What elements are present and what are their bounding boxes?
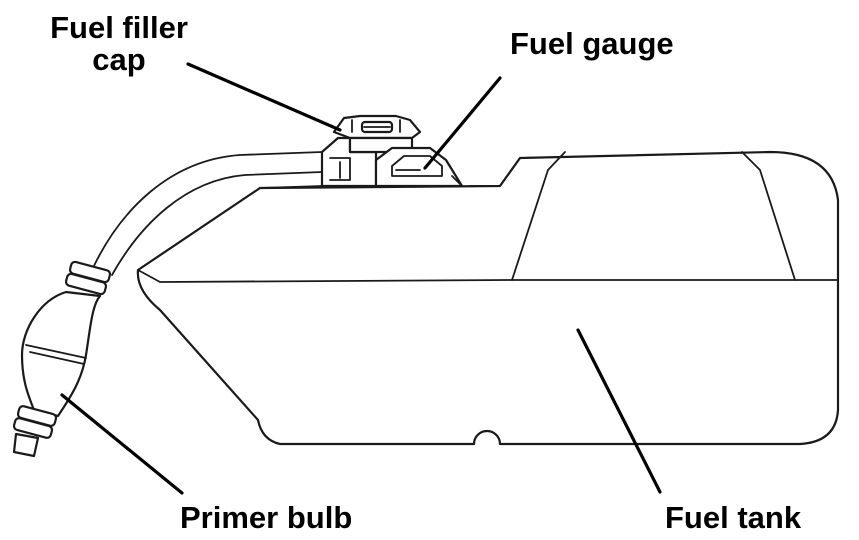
fuel-gauge-label: Fuel gauge bbox=[510, 26, 674, 61]
fuel-tank-label: Fuel tank bbox=[665, 500, 802, 535]
fuel-filler-cap bbox=[320, 114, 422, 188]
primer-bulb-label: Primer bulb bbox=[180, 500, 353, 535]
leader-fuel-tank bbox=[576, 328, 662, 494]
leader-fuel-filler-cap bbox=[186, 62, 342, 132]
leader-lines bbox=[60, 62, 662, 495]
primer-bulb bbox=[12, 260, 112, 458]
fuel-hose bbox=[91, 151, 323, 276]
fuel-gauge bbox=[374, 146, 464, 188]
fuel-tank bbox=[136, 150, 840, 446]
leader-primer-bulb bbox=[60, 393, 184, 495]
fuel-filler-cap-label-line1: Fuel filler bbox=[50, 10, 188, 45]
fuel-filler-cap-label-line2: cap bbox=[92, 42, 146, 77]
fuel-filler-cap-label: Fuel filler cap bbox=[34, 12, 204, 76]
leader-fuel-gauge bbox=[423, 76, 502, 170]
